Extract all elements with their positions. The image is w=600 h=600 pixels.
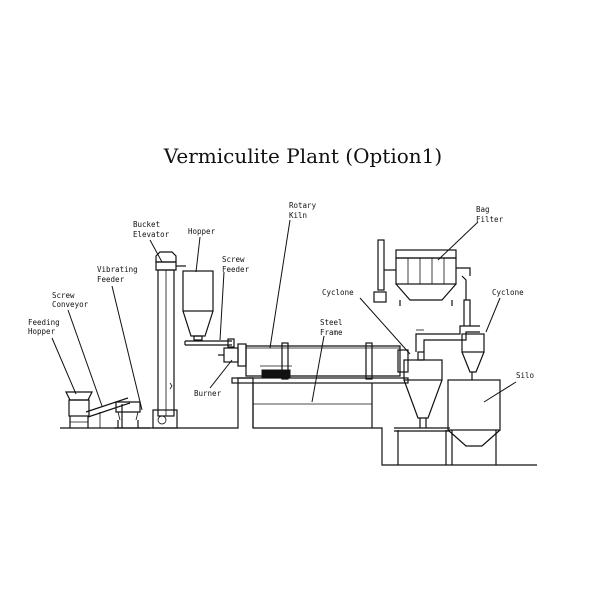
labels: Feeding Hopper Screw Conveyor Vibrating … (28, 201, 535, 398)
cyclone-2 (461, 333, 485, 380)
ducting (415, 275, 480, 352)
label-steel-frame: Steel Frame (320, 318, 347, 337)
label-burner: Burner (194, 389, 222, 398)
bag-filter (373, 239, 471, 306)
hopper (182, 270, 214, 341)
rotary-kiln (245, 342, 409, 380)
bucket-elevator (152, 251, 186, 429)
label-cyclone-1: Cyclone (322, 288, 354, 297)
label-bag-filter: Bag Filter (476, 205, 504, 224)
feeding-hopper (65, 391, 93, 428)
screw-feeder (184, 338, 235, 348)
steel-frame (231, 377, 409, 428)
vibrating-feeder (114, 401, 150, 429)
screw-conveyor (85, 397, 131, 428)
label-rotary-kiln: Rotary Kiln (289, 201, 321, 220)
label-hopper: Hopper (188, 227, 216, 236)
leader-lines (51, 219, 517, 411)
label-screw-conveyor: Screw Conveyor (52, 291, 89, 309)
diagram-title: Vermiculite Plant (Option1) (163, 144, 442, 168)
label-vibrating-feeder: Vibrating Feeder (97, 265, 142, 284)
ground-line (60, 377, 537, 466)
label-silo: Silo (516, 371, 535, 380)
label-cyclone-2: Cyclone (492, 288, 524, 297)
label-feeding-hopper: Feeding Hopper (28, 318, 64, 336)
label-screw-feeder: Screw Feeder (222, 255, 250, 274)
silo (447, 379, 501, 465)
label-bucket-elevator: Bucket Elevator (133, 220, 170, 239)
cyclone-1 (394, 351, 450, 465)
